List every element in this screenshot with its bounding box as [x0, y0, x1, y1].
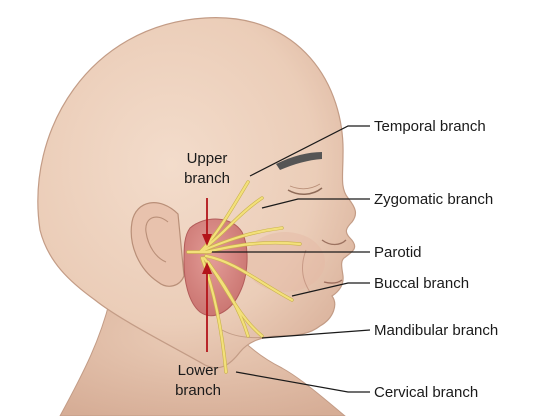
mandibular-branch-label: Mandibular branch — [374, 322, 498, 339]
cheek-shading — [245, 232, 325, 292]
lower-branch-label-line2: branch — [175, 382, 221, 399]
upper-branch-label-line1: Upper — [187, 150, 228, 167]
lower-branch-label-line1: Lower — [178, 362, 219, 379]
temporal-branch-label: Temporal branch — [374, 118, 486, 135]
head-silhouette — [38, 18, 356, 368]
buccal-branch-label: Buccal branch — [374, 275, 469, 292]
cervical-branch-label: Cervical branch — [374, 384, 478, 401]
parotid-label: Parotid — [374, 244, 422, 261]
upper-branch-label-line2: branch — [184, 170, 230, 187]
zygomatic-branch-label: Zygomatic branch — [374, 191, 493, 208]
